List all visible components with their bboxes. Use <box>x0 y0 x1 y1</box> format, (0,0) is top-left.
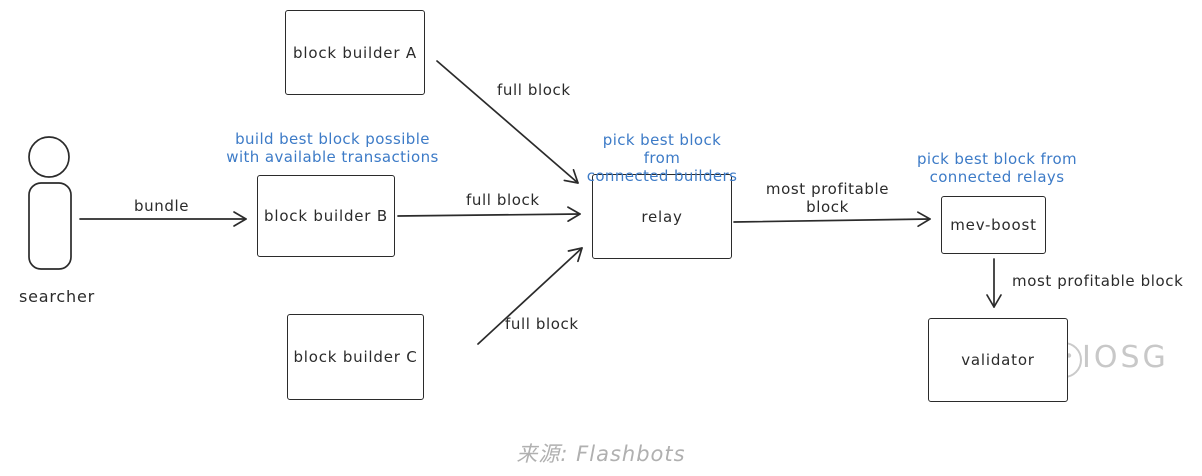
node-validator: validator <box>928 318 1068 402</box>
node-relay-label: relay <box>641 207 683 226</box>
edge-label-most-profitable-block-2: most profitable block <box>1012 272 1184 290</box>
annotation-mev-boost-line1: pick best block from <box>916 150 1078 168</box>
node-block-builder-b: block builder B <box>257 175 395 257</box>
source-caption: 来源: Flashbots <box>516 442 686 466</box>
node-block-builder-b-label: block builder B <box>264 207 388 225</box>
edge-label-full-block-a: full block <box>497 81 571 99</box>
arrow-full-block-c <box>477 247 583 345</box>
annotation-relay-line2: connected builders <box>586 167 738 185</box>
annotation-mev-boost-note: pick best block from connected relays <box>912 150 1082 186</box>
node-block-builder-c: block builder C <box>287 314 424 400</box>
node-mev-boost: mev-boost <box>941 196 1046 254</box>
searcher-person-icon <box>28 136 72 270</box>
annotation-builders-line2: with available transactions <box>226 148 439 166</box>
arrow-full-block-a <box>436 60 579 184</box>
node-block-builder-a: block builder A <box>285 10 425 95</box>
edge-label-most-profitable-line1: most profitable <box>765 180 890 198</box>
searcher-label: searcher <box>19 287 95 306</box>
annotation-builders-line1: build best block possible <box>235 130 430 148</box>
edge-label-bundle: bundle <box>134 197 190 215</box>
node-relay: relay <box>592 174 732 259</box>
iosg-watermark-text: IOSG <box>1082 340 1169 375</box>
node-block-builder-c-label: block builder C <box>293 348 418 366</box>
annotation-builders-note: build best block possible with available… <box>225 130 440 166</box>
edge-label-most-profitable-block: most profitable block <box>755 180 900 216</box>
arrow-full-block-b <box>397 206 581 222</box>
node-validator-label: validator <box>961 351 1035 369</box>
annotation-relay-note: pick best block from connected builders <box>583 131 741 185</box>
arrow-most-profitable-block <box>733 211 931 228</box>
node-block-builder-a-label: block builder A <box>293 43 417 62</box>
annotation-relay-line1: pick best block from <box>602 131 722 167</box>
edge-label-full-block-b: full block <box>466 191 540 209</box>
edge-label-full-block-c: full block <box>505 315 579 333</box>
edge-label-most-profitable-line2: block <box>806 198 849 216</box>
node-mev-boost-label: mev-boost <box>950 216 1037 234</box>
annotation-mev-boost-line2: connected relays <box>929 168 1065 186</box>
